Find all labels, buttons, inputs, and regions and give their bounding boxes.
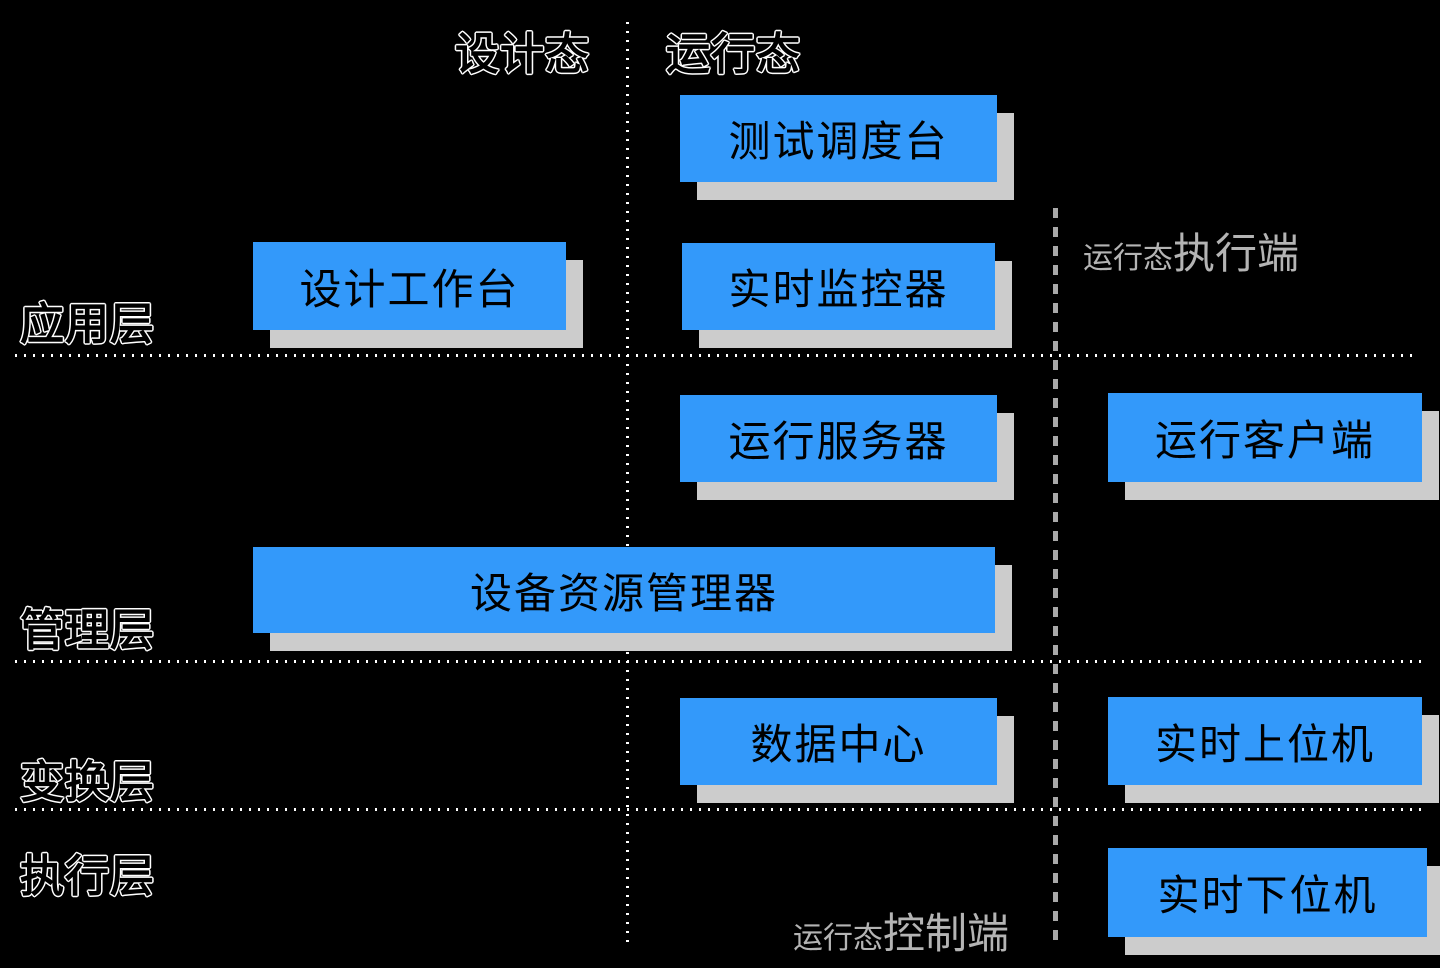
node-realtime-monitor: 实时监控器 bbox=[682, 243, 995, 330]
runtime-controller-prefix: 运行态 bbox=[793, 921, 883, 956]
node-device-resource-manager: 设备资源管理器 bbox=[253, 547, 995, 633]
layer-label-application: 应用层 bbox=[20, 299, 155, 350]
node-realtime-upper-computer: 实时上位机 bbox=[1108, 697, 1422, 785]
node-runtime-client: 运行客户端 bbox=[1108, 393, 1422, 482]
layer-label-management: 管理层 bbox=[20, 605, 155, 656]
node-runtime-server: 运行服务器 bbox=[680, 395, 997, 482]
divider-management-transformation bbox=[15, 660, 1421, 663]
node-realtime-lower-computer: 实时下位机 bbox=[1108, 848, 1427, 937]
node-test-dispatch-console: 测试调度台 bbox=[680, 95, 997, 182]
runtime-controller-main: 控制端 bbox=[883, 909, 1010, 958]
runtime-executor-end-label: 运行态执行端 bbox=[1083, 220, 1299, 281]
runtime-executor-prefix: 运行态 bbox=[1083, 241, 1173, 276]
runtime-executor-main: 执行端 bbox=[1173, 229, 1300, 278]
design-state-label: 设计态 bbox=[455, 29, 590, 80]
layer-label-execution: 执行层 bbox=[20, 851, 155, 902]
divider-design-runtime bbox=[626, 22, 629, 945]
layer-label-transformation: 变换层 bbox=[20, 757, 155, 808]
runtime-state-label: 运行态 bbox=[666, 29, 801, 80]
divider-runtime-remote-dashed bbox=[1053, 208, 1058, 948]
node-data-center: 数据中心 bbox=[680, 698, 997, 785]
divider-transformation-execution bbox=[15, 808, 1421, 811]
runtime-controller-end-label: 运行态控制端 bbox=[793, 900, 1009, 961]
node-design-workbench: 设计工作台 bbox=[253, 242, 566, 330]
divider-application-management bbox=[15, 354, 1413, 357]
